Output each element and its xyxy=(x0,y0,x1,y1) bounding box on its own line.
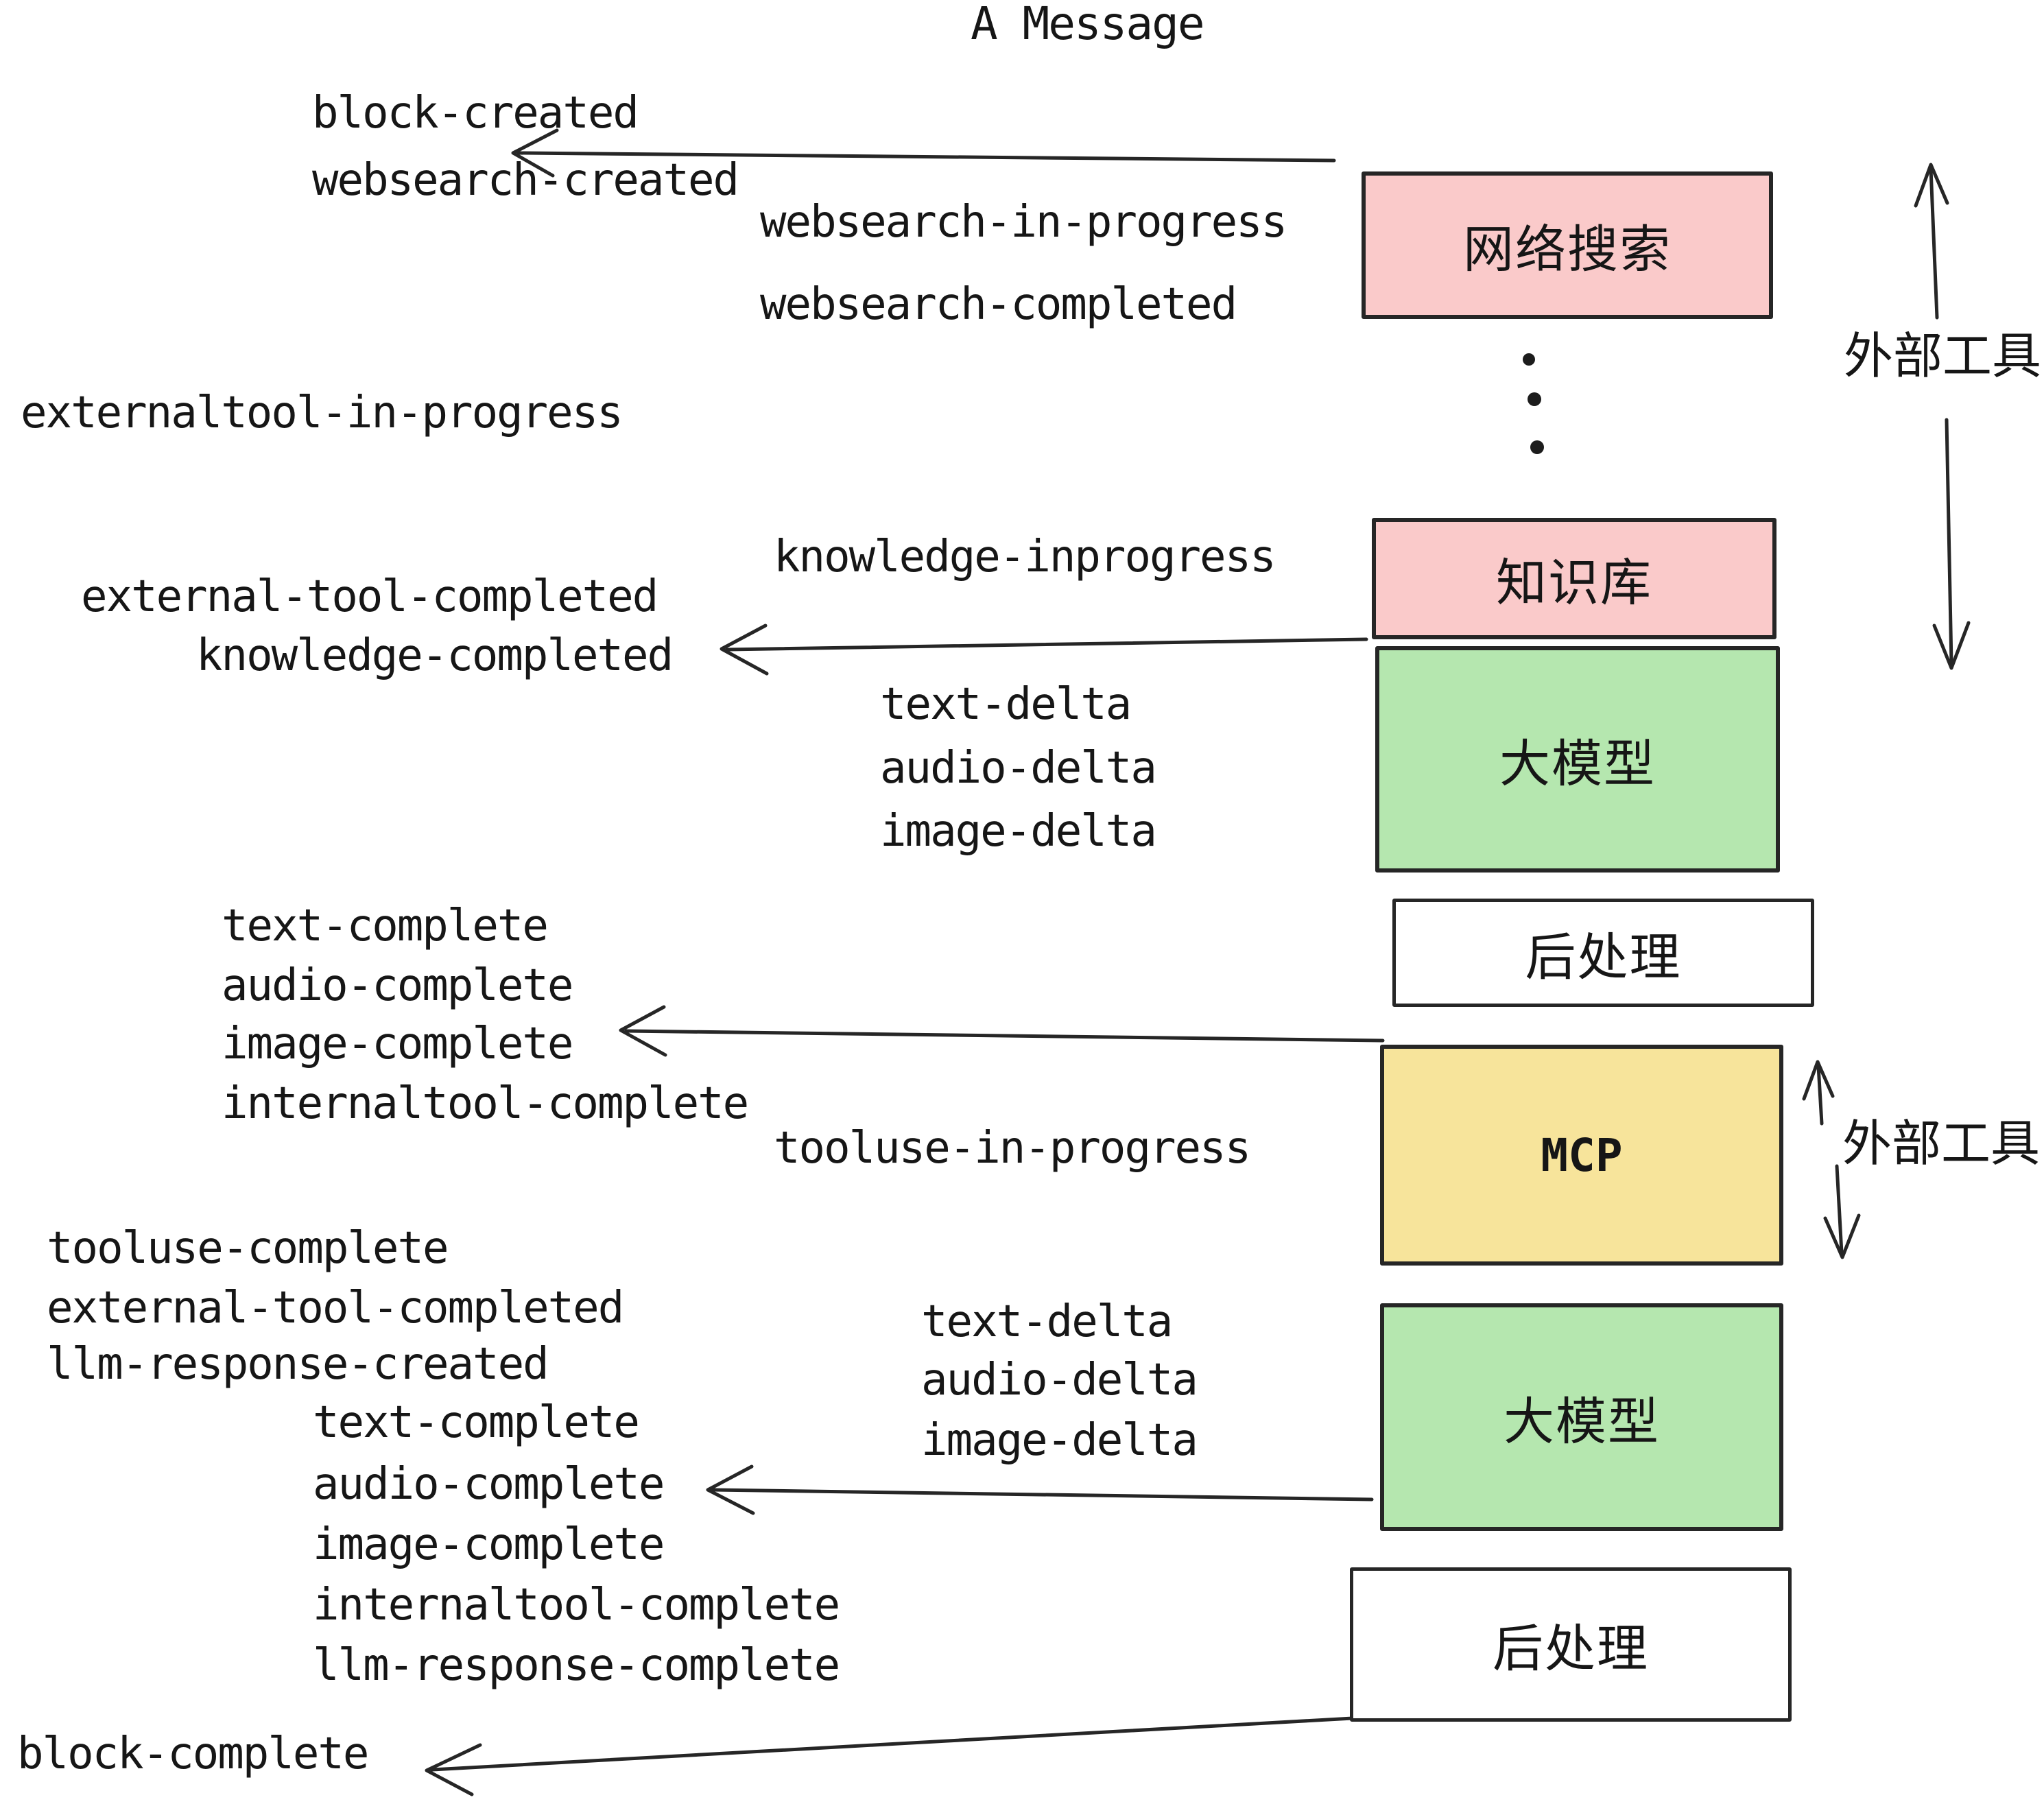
event-websearch-created: websearch-created xyxy=(312,155,739,206)
mcp-box-label: MCP xyxy=(1541,1128,1623,1182)
page-title: A Message xyxy=(971,0,1205,50)
event-audio-complete-2: audio-complete xyxy=(313,1459,665,1510)
event-audio-complete-1: audio-complete xyxy=(222,960,573,1011)
event-websearch-completed: websearch-completed xyxy=(760,279,1237,330)
event-text-complete-1: text-complete xyxy=(222,901,549,951)
event-block-complete: block-complete xyxy=(17,1729,369,1779)
event-text-complete-2: text-complete xyxy=(313,1397,640,1448)
ellipsis-dots-icon xyxy=(1523,353,1544,454)
llm-box-1-label: 大模型 xyxy=(1499,734,1656,794)
event-internaltool-complete-1: internaltool-complete xyxy=(222,1078,749,1129)
event-knowledge-completed: knowledge-completed xyxy=(196,630,674,681)
event-text-delta-1: text-delta xyxy=(880,679,1132,730)
event-websearch-in-progress: websearch-in-progress xyxy=(760,197,1287,248)
event-image-complete-2: image-complete xyxy=(313,1519,665,1570)
arrow-left-to-knowledge-completed-icon xyxy=(720,624,1368,676)
event-external-tool-completed-1: external-tool-completed xyxy=(81,571,658,622)
postprocess-box-1-label: 后处理 xyxy=(1525,927,1682,987)
event-image-complete-1: image-complete xyxy=(222,1019,573,1069)
event-external-tool-completed-2: external-tool-completed xyxy=(47,1283,624,1333)
event-tooluse-in-progress: tooluse-in-progress xyxy=(774,1123,1251,1174)
arrow-left-to-block-complete-icon xyxy=(425,1716,1355,1796)
arrow-left-to-audio-complete-icon xyxy=(706,1464,1374,1515)
event-image-delta-2: image-delta xyxy=(921,1415,1198,1466)
knowledge-box-label: 知识库 xyxy=(1496,554,1652,613)
mcp-external-tools-up-arrow-icon xyxy=(1802,1060,1835,1126)
event-llm-response-created: llm-response-created xyxy=(47,1339,549,1390)
event-knowledge-inprogress: knowledge-inprogress xyxy=(774,532,1276,582)
event-audio-delta-2: audio-delta xyxy=(921,1355,1198,1405)
mcp-box: MCP xyxy=(1380,1045,1783,1266)
external-tools-label-mcp: 外部工具 xyxy=(1842,1115,2041,1172)
websearch-box: 网络搜索 xyxy=(1362,171,1773,319)
llm-box-2: 大模型 xyxy=(1380,1303,1783,1531)
external-tools-label-top: 外部工具 xyxy=(1844,327,2042,385)
postprocess-box-2-label: 后处理 xyxy=(1493,1619,1649,1678)
knowledge-box: 知识库 xyxy=(1372,518,1776,639)
event-tooluse-complete: tooluse-complete xyxy=(47,1223,449,1274)
event-image-delta-1: image-delta xyxy=(880,806,1157,857)
llm-box-1: 大模型 xyxy=(1375,646,1780,873)
event-text-delta-2: text-delta xyxy=(921,1296,1173,1347)
event-block-created: block-created xyxy=(312,88,639,139)
event-externaltool-in-progress: externaltool-in-progress xyxy=(21,388,623,438)
event-internaltool-complete-2: internaltool-complete xyxy=(313,1580,840,1630)
external-tools-down-arrow-icon xyxy=(1932,418,1971,670)
external-tools-up-arrow-icon xyxy=(1914,163,1949,320)
postprocess-box-2: 后处理 xyxy=(1350,1567,1792,1722)
llm-box-2-label: 大模型 xyxy=(1504,1392,1660,1451)
event-llm-response-complete: llm-response-complete xyxy=(313,1640,840,1691)
websearch-box-label: 网络搜索 xyxy=(1463,220,1672,279)
arrow-left-to-image-complete-icon xyxy=(619,1005,1385,1057)
mcp-external-tools-down-arrow-icon xyxy=(1823,1164,1861,1259)
event-audio-delta-1: audio-delta xyxy=(880,743,1157,794)
postprocess-box-1: 后处理 xyxy=(1392,899,1814,1007)
